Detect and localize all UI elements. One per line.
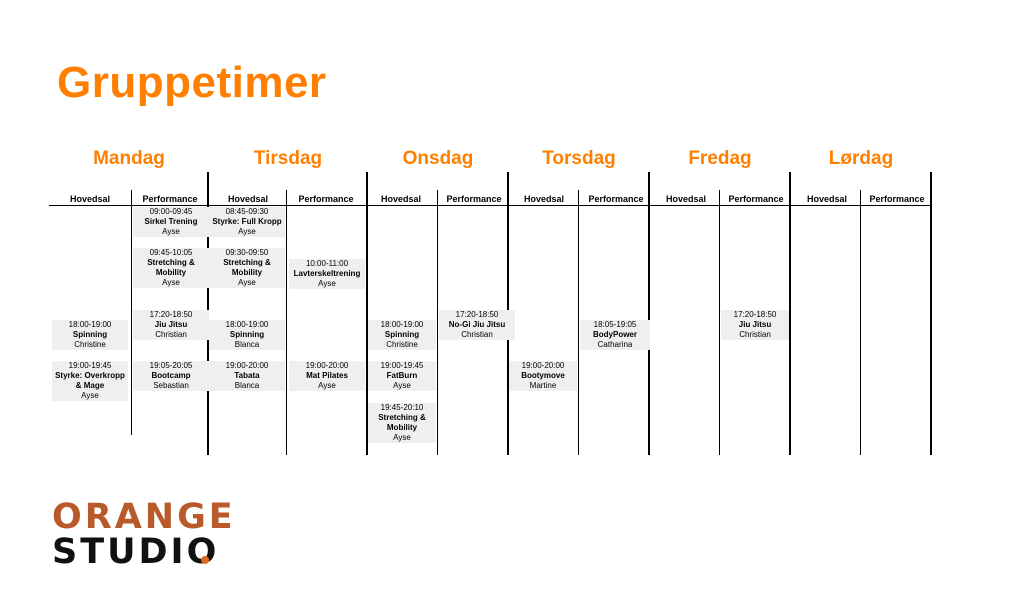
col-head-hovedsal: Hovedsal: [806, 194, 848, 204]
day-separator: [366, 172, 368, 455]
col-head-performance: Performance: [869, 194, 925, 204]
room-separator: [131, 190, 132, 435]
col-head-performance: Performance: [298, 194, 354, 204]
day-header-fredag: Fredag: [688, 148, 752, 169]
room-separator: [286, 190, 287, 455]
col-head-hovedsal: Hovedsal: [380, 194, 422, 204]
logo-line-studio: STUDIO: [52, 532, 220, 572]
col-head-performance: Performance: [588, 194, 644, 204]
room-separator: [578, 190, 579, 455]
day-header-onsdag: Onsdag: [402, 148, 474, 169]
col-head-performance: Performance: [142, 194, 198, 204]
col-head-performance: Performance: [728, 194, 784, 204]
col-head-hovedsal: Hovedsal: [227, 194, 269, 204]
col-head-hovedsal: Hovedsal: [69, 194, 111, 204]
col-head-hovedsal: Hovedsal: [523, 194, 565, 204]
page-title: Gruppetimer: [57, 58, 327, 107]
col-head-performance: Performance: [446, 194, 502, 204]
logo-dot-icon: [201, 556, 209, 564]
room-separator: [437, 190, 438, 455]
room-separator: [719, 190, 720, 455]
room-separator: [860, 190, 861, 455]
logo-line-orange: ORANGE: [52, 497, 236, 537]
day-header-torsdag: Torsdag: [542, 148, 616, 169]
day-header-lordag: Lørdag: [828, 148, 894, 169]
header-rule: [49, 205, 931, 206]
day-header-tirsdag: Tirsdag: [253, 148, 323, 169]
day-separator: [789, 172, 791, 455]
col-head-hovedsal: Hovedsal: [665, 194, 707, 204]
day-header-mandag: Mandag: [93, 148, 165, 169]
day-separator: [648, 172, 650, 455]
day-separator: [930, 172, 932, 455]
